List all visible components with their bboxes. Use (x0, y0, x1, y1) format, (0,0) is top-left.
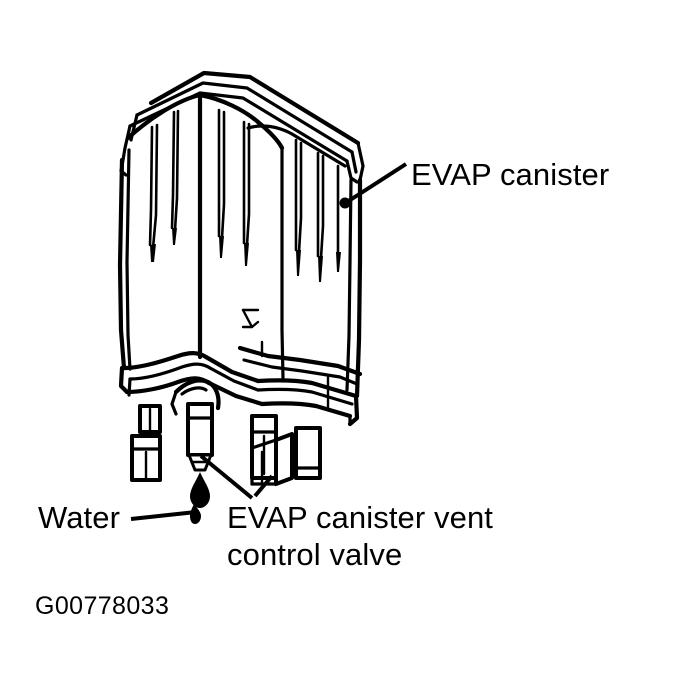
cooling-fins (148, 108, 341, 282)
label-vent-valve-line1: EVAP canister vent (227, 500, 494, 535)
port-tube-right (294, 426, 322, 480)
leader-evap-canister (339, 162, 408, 209)
port-tube-left-outer (130, 434, 162, 482)
port-tube-left-inner (138, 404, 162, 434)
valve-mount-boss (170, 378, 221, 416)
canister-right-face (280, 146, 363, 399)
canister-mid-rib (241, 308, 260, 329)
bracket-box (250, 432, 294, 486)
label-vent-valve-line2: control valve (227, 536, 403, 572)
label-water: Water (38, 500, 121, 535)
figure-id: G00778033 (35, 592, 170, 620)
vent-control-valve (186, 402, 214, 472)
leader-water (130, 504, 201, 524)
canister-front-top-edge (125, 92, 347, 168)
canister-base-flange (118, 340, 363, 427)
canister-left-face (117, 92, 203, 371)
label-evap-canister: EVAP canister (411, 157, 610, 192)
water-droplet (190, 472, 210, 508)
label-evap-canister-vent-control-valve: EVAP canister vent control valve (227, 500, 493, 573)
leader-vent-control-valve (199, 454, 274, 500)
